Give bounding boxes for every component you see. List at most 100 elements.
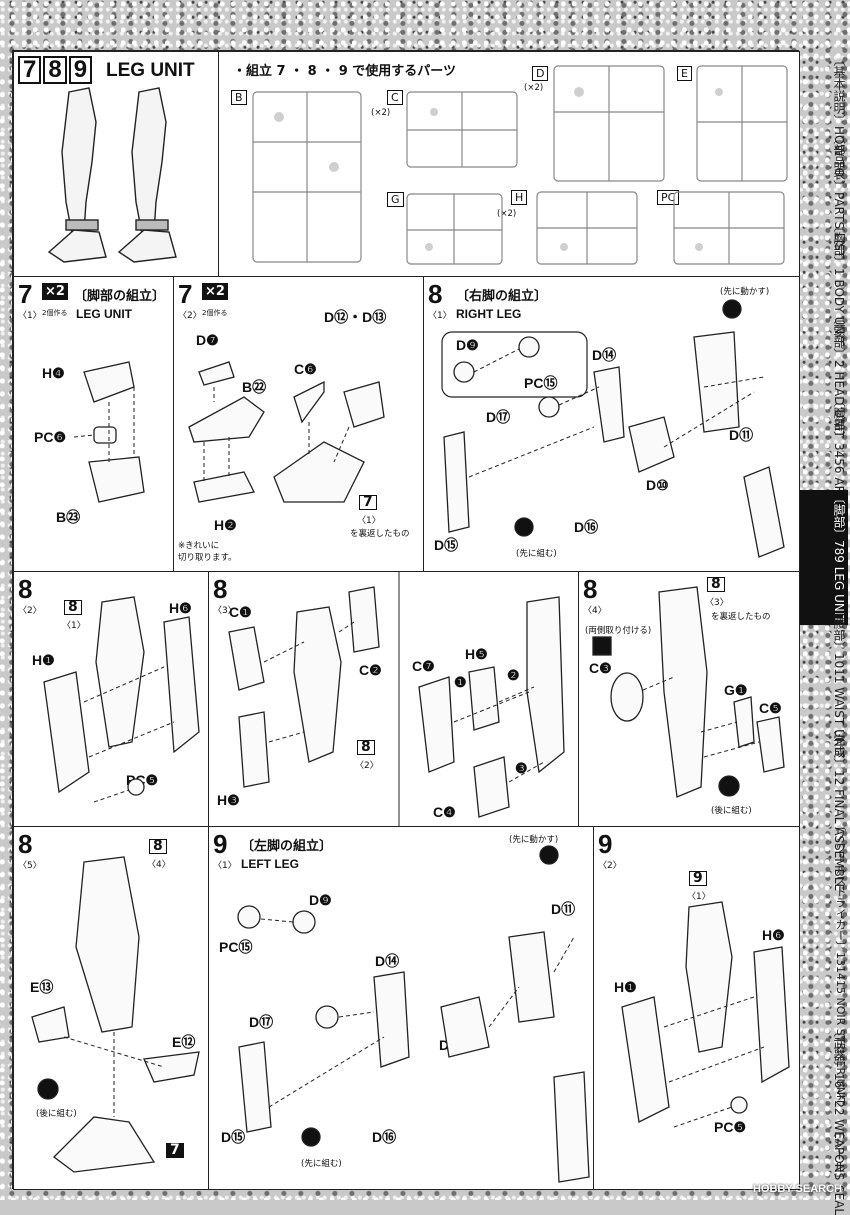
page-title: LEG UNIT — [106, 60, 195, 81]
step-7-2-panel: 7 ×2 〈2〉 2個作る D❼ B㉒ H❷ C❻ D⑫・D⑬ ※きれいに 切り… — [173, 276, 425, 573]
reference-note: を裏返したもの — [350, 529, 410, 539]
step-title-en: RIGHT LEG — [456, 307, 522, 321]
part-label: D❾ — [309, 892, 332, 908]
step-number: 8 — [583, 574, 598, 604]
step-8-4-panel: 8 〈4〉 8 〈3〉 を裏返したもの (両側取り付ける) C❸ G❶ C❺ (… — [578, 571, 800, 828]
step-title-jp: 〔左脚の組立〕 — [241, 839, 333, 854]
sidebar-item-noir-striker[interactable]: 〔ノワールストライカー〕131415 NOIR STRIKER UNIT — [834, 820, 847, 1105]
sidebar-item-how-to[interactable]: 〔基本説明〕HOW TO — [832, 54, 846, 177]
step-8-5-panel: 8 〈5〉 8 〈4〉 E⑬ E⑫ (後に組む) 7 — [13, 826, 210, 1190]
assemble-first-note: (先に組む) — [516, 549, 557, 559]
cut-clean-note: ※きれいに 切り取ります。 — [178, 541, 237, 563]
part-label: D⑭ — [375, 953, 400, 969]
part-label: D⑰ — [249, 1014, 274, 1030]
runner-label: G — [387, 192, 404, 207]
part-label: D⑰ — [486, 409, 511, 425]
sidebar-item-waist-unit[interactable]: 〔腰部〕1011 WAIST UNIT — [832, 605, 846, 758]
reference-step: 8 — [707, 577, 725, 592]
runner-parts-panel: ・組立 7 ・ 8 ・ 9 で使用するパーツ B C (×2) D (×2) E… — [218, 51, 800, 278]
step-number: 7 — [18, 279, 33, 309]
assemble-first-note: (先に組む) — [301, 1159, 342, 1169]
step-8-3-diagram — [228, 572, 565, 827]
hobby-search-watermark: HOBBY SEARCH — [752, 1183, 842, 1195]
reference-substep: 〈4〉 — [147, 860, 171, 870]
times-two-badge: ×2 — [42, 283, 68, 300]
step-number: 7 — [178, 279, 193, 309]
part-label: H❻ — [762, 927, 785, 943]
part-label: PC⑮ — [524, 375, 558, 391]
step-number: 8 — [213, 574, 228, 604]
step-8-1-panel: 8 〈1〉 〔右脚の組立〕 RIGHT LEG D❾ PC⑮ D⑭ D⑰ D⑯ … — [423, 276, 800, 573]
part-label: D⑯ — [574, 519, 599, 535]
step-substep: 〈1〉 — [428, 311, 452, 321]
step-digit: 8 — [43, 56, 67, 84]
reference-substep: 〈1〉 — [687, 892, 711, 902]
step-digit: 7 — [18, 56, 42, 84]
sidebar-item-head-unit[interactable]: 〔頭部〕2 HEAD UNIT — [832, 312, 846, 438]
step-number: 9 — [213, 829, 228, 859]
runner-label: C — [387, 90, 403, 105]
reference-step: 9 — [689, 871, 707, 886]
step-number: 8 — [18, 574, 33, 604]
part-label: C❺ — [759, 700, 782, 716]
step-title-jp: 〔右脚の組立〕 — [456, 289, 548, 304]
part-label: G❶ — [724, 682, 748, 698]
sidebar-item-weapons[interactable]: 〔武器〕16〜22 WEAPONS — [832, 1025, 846, 1181]
runner-multiplier: (×2) — [524, 83, 544, 93]
sidebar-item-parts-list[interactable]: 〔部品表〕PARTS LIST — [832, 132, 846, 259]
reference-step: 8 — [149, 839, 167, 854]
sidebar-item-body-unit[interactable]: 〔胸部〕1 BODY UNIT — [832, 220, 846, 346]
reference-note: を裏返したもの — [711, 612, 771, 622]
part-label: D⑯ — [372, 1129, 397, 1145]
step-substep: 〈4〉 — [583, 606, 607, 616]
sidebar-item-leg-unit[interactable]: 〔脚部〕789 LEG UNIT — [800, 490, 848, 625]
reference-substep: 〈3〉 — [705, 598, 729, 608]
part-label: H❶ — [32, 652, 55, 668]
step-8-1-diagram — [441, 299, 785, 558]
both-sides-note: (両側取り付ける) — [585, 626, 652, 636]
part-label: PC⑮ — [219, 939, 253, 955]
sidebar-item-final-assemble[interactable]: 〔完成〕12 FINAL ASSEMBLE — [832, 722, 846, 892]
part-label: C❹ — [433, 804, 456, 820]
move-first-note: (先に動かす) — [720, 287, 770, 297]
runner-label: E — [677, 66, 692, 81]
reference-step: 7 — [359, 495, 377, 510]
make-two-note: 2個作る — [202, 309, 228, 317]
step-title-jp: 〔脚部の組立〕 — [74, 289, 166, 304]
times-two-badge: ×2 — [202, 283, 228, 300]
part-label: PC❻ — [34, 429, 66, 445]
runner-label: H — [511, 190, 528, 205]
step-8-5-diagram — [31, 856, 200, 1173]
reference-substep: 〈2〉 — [355, 761, 379, 771]
step-substep: 〈2〉 — [178, 311, 202, 321]
step-8-4-diagram — [592, 586, 785, 798]
part-label: D❼ — [196, 332, 219, 348]
make-two-note: 2個作る — [42, 309, 68, 317]
step-substep: 〈1〉 — [18, 311, 42, 321]
part-label: D⑮ — [434, 537, 459, 553]
step-7-2-diagram — [188, 361, 385, 503]
sidebar-item-seal[interactable]: 〔シール〕SEAL — [832, 1125, 846, 1215]
step-order-marker: ❸ — [515, 760, 528, 776]
part-label: D⑪ — [551, 901, 576, 917]
step-number: 9 — [598, 829, 613, 859]
assemble-after-note: (後に組む) — [36, 1109, 77, 1119]
reference-step: 8 — [64, 600, 82, 615]
runner-label: D — [532, 66, 549, 81]
step-7-1-diagram — [73, 361, 145, 503]
step-substep: 〈2〉 — [598, 861, 622, 871]
runner-sprues-illustration — [252, 65, 788, 265]
part-label: C❻ — [294, 361, 317, 377]
part-label: B㉒ — [242, 379, 267, 395]
step-title-en: LEG UNIT — [76, 307, 132, 321]
part-label: H❶ — [614, 979, 637, 995]
step-substep: 〈1〉 — [213, 861, 237, 871]
part-label: D❾ — [456, 337, 479, 353]
runner-label: B — [231, 90, 247, 105]
step-substep: 〈3〉 — [213, 606, 237, 616]
part-label: C❷ — [359, 662, 382, 678]
reference-step: 8 — [357, 740, 375, 755]
step-substep: 〈5〉 — [18, 861, 42, 871]
part-label: H❷ — [214, 517, 237, 533]
part-label: E⑫ — [172, 1034, 196, 1050]
